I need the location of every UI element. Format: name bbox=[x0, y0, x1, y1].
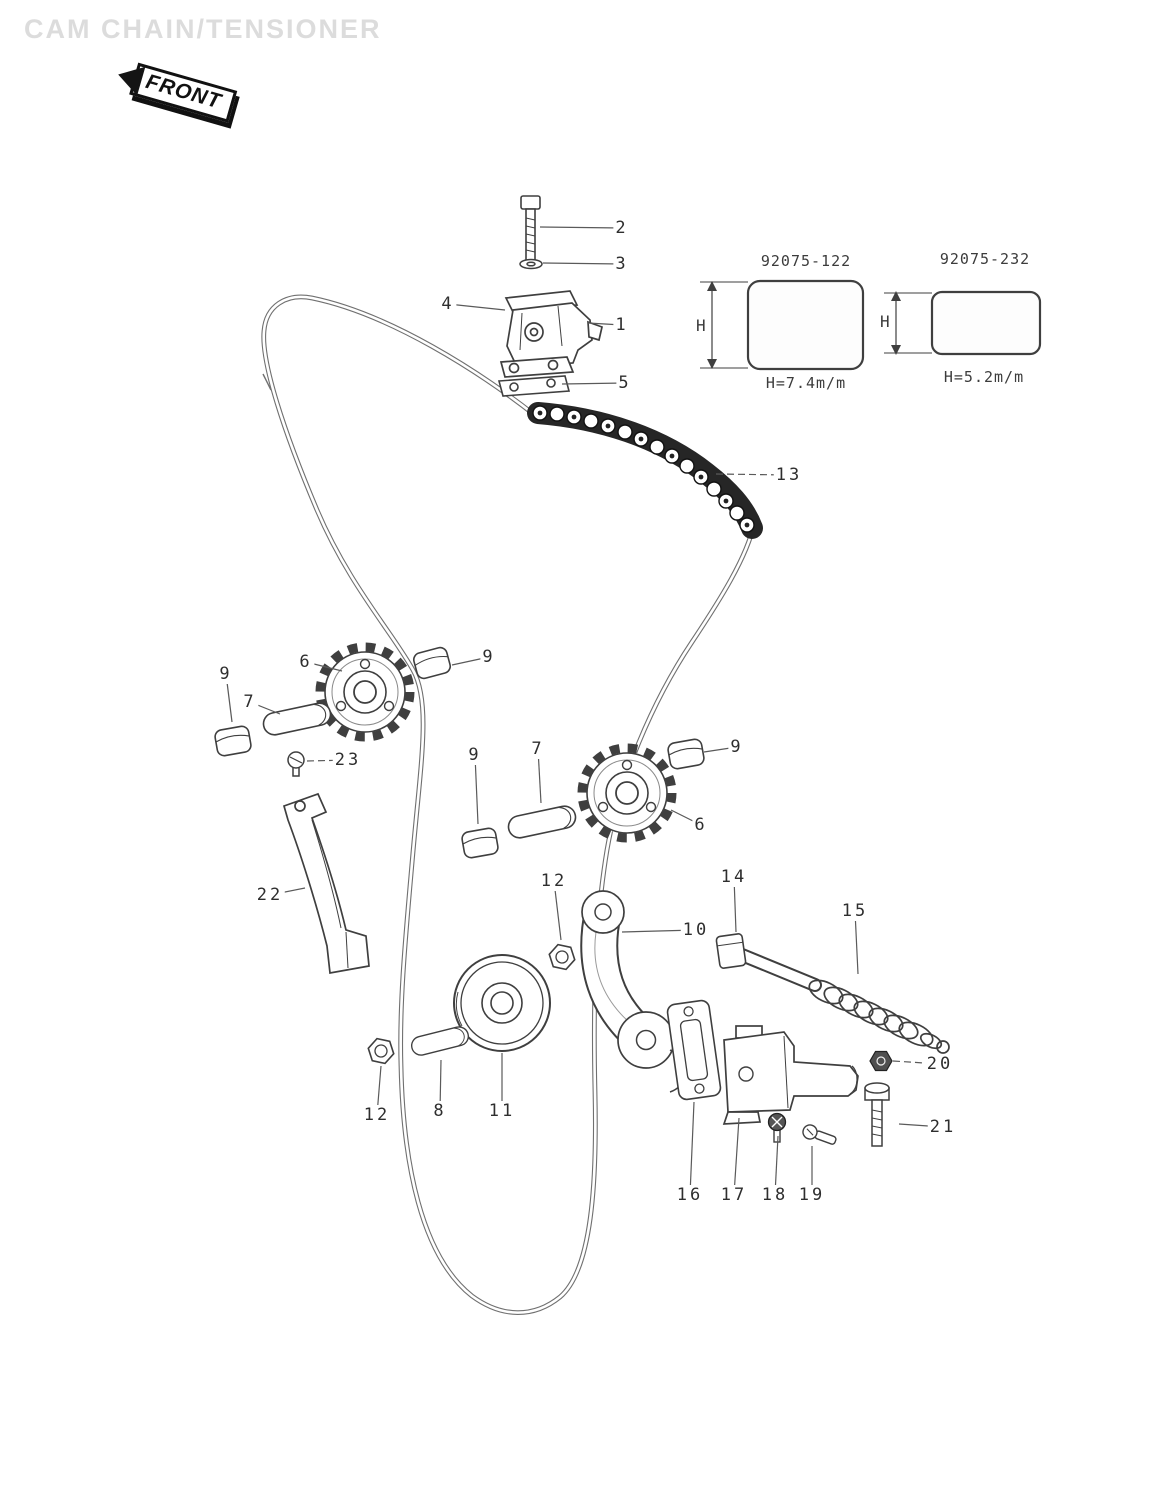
hex-nut bbox=[365, 1036, 397, 1066]
chain-roller bbox=[453, 954, 551, 1052]
cam-chain-segment bbox=[527, 402, 763, 539]
page-title: CAM CHAIN/TENSIONER bbox=[24, 14, 382, 44]
tensioner-bolt bbox=[520, 195, 541, 262]
small-bolt bbox=[802, 1124, 837, 1145]
cam-sprocket-right bbox=[582, 748, 672, 838]
tensioner-bracket bbox=[499, 290, 603, 378]
damper-rubber bbox=[666, 737, 706, 771]
small-screw bbox=[287, 751, 305, 777]
washer bbox=[519, 258, 543, 270]
sprocket-pin bbox=[260, 700, 334, 738]
tensioner-spring bbox=[808, 979, 950, 1054]
inset2-height-value: H=5.2m/m bbox=[943, 368, 1025, 386]
sprocket-pin bbox=[505, 803, 579, 841]
inset1-height-value: H=7.4m/m bbox=[765, 374, 847, 392]
damper-rubber bbox=[460, 826, 500, 860]
cam-sprocket-left bbox=[320, 647, 410, 737]
inset2-part-number: 92075-232 bbox=[939, 250, 1031, 268]
tensioner-body bbox=[722, 1025, 859, 1125]
damper-rubber bbox=[411, 645, 453, 681]
pan-head-screw bbox=[767, 1112, 787, 1143]
mount-bolt bbox=[864, 1082, 890, 1147]
damper-inset-1 bbox=[700, 279, 865, 371]
inset1-dim-h: H bbox=[696, 316, 706, 335]
damper-rubber bbox=[213, 724, 253, 758]
tensioner-body-gasket bbox=[666, 999, 722, 1101]
damper-inset-2 bbox=[884, 290, 1042, 356]
roller-pin bbox=[409, 1024, 471, 1058]
tensioner-arm bbox=[580, 890, 685, 1093]
lock-nut bbox=[869, 1050, 893, 1072]
chain-guide bbox=[282, 792, 370, 974]
hex-nut bbox=[546, 942, 578, 972]
tensioner-push-rod bbox=[715, 933, 822, 992]
tensioner-gasket bbox=[497, 375, 571, 397]
inset2-dim-h: H bbox=[880, 312, 890, 331]
inset1-part-number: 92075-122 bbox=[760, 252, 852, 270]
cam-chain-loop-outline bbox=[261, 294, 757, 1315]
